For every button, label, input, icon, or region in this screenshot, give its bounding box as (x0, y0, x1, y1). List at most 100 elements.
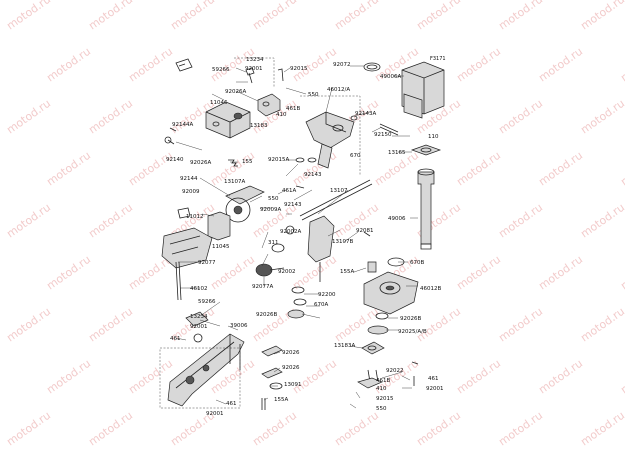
part-label: 13107B (332, 239, 353, 245)
watermark-text: motod.ru (536, 357, 585, 397)
watermark-text: motod.ru (4, 201, 53, 241)
watermark-text: motod.ru (86, 409, 135, 449)
part-label: 49006 (388, 216, 406, 222)
watermark-text: motod.ru (44, 357, 93, 397)
part-label: 550 (376, 406, 387, 412)
part-label: 461 (170, 336, 181, 342)
part-label: 59266 (212, 67, 230, 73)
watermark-text: motod.ru (168, 0, 217, 32)
part-label: 550 (308, 92, 319, 98)
watermark-text: motod.ru (86, 97, 135, 137)
part-label: 155A (340, 269, 354, 275)
watermark-text: motod.ru (86, 201, 135, 241)
part-label: 49006A (380, 74, 401, 80)
part-label: 92009 (182, 189, 200, 195)
watermark-text: motod.ru (250, 409, 299, 449)
part-label: 46102 (190, 286, 208, 292)
watermark-text: motod.ru (208, 253, 257, 293)
part-label: 92001 (245, 66, 263, 72)
watermark-text: motod.ru (578, 97, 625, 137)
part-label: 92026 (282, 350, 300, 356)
part-label: 670B (410, 260, 424, 266)
part-label: 92077 (198, 260, 216, 266)
part-label: 92200 (318, 292, 336, 298)
part-label: 92001 (206, 411, 224, 417)
watermark-text: motod.ru (290, 45, 339, 85)
watermark-text: motod.ru (536, 149, 585, 189)
part-label: 92077A (252, 284, 273, 290)
watermark-text: motod.ru (496, 201, 545, 241)
part-label: 13183A (334, 343, 355, 349)
watermark-text: motod.ru (618, 357, 625, 397)
watermark-text: motod.ru (4, 305, 53, 345)
watermark-text: motod.ru (496, 305, 545, 345)
part-label: 13165 (388, 150, 406, 156)
part-label: 92025/A/B (398, 329, 427, 335)
watermark-text: motod.ru (332, 305, 381, 345)
part-label: 92143A (355, 111, 376, 117)
part-label: 13234 (190, 314, 208, 320)
watermark-text: motod.ru (618, 45, 625, 85)
watermark-text: motod.ru (578, 409, 625, 449)
part-label: 410 (376, 386, 387, 392)
part-label: 92140 (166, 157, 184, 163)
watermark-text: motod.ru (496, 409, 545, 449)
part-label: 461B (376, 378, 390, 384)
parts-drawing (159, 57, 445, 410)
watermark-text: motod.ru (496, 0, 545, 32)
part-label: 13183 (250, 123, 268, 129)
watermark-text: motod.ru (578, 201, 625, 241)
watermark-text: motod.ru (618, 253, 625, 293)
part-label: 92002 (278, 269, 296, 275)
watermark-text: motod.ru (290, 149, 339, 189)
part-label: 92150 (374, 132, 392, 138)
part-label: 670A (314, 302, 328, 308)
watermark-text: motod.ru (44, 45, 93, 85)
watermark-text: motod.ru (126, 45, 175, 85)
watermark-text: motod.ru (208, 45, 257, 85)
part-label: 13107A (224, 179, 245, 185)
watermark-text: motod.ru (290, 357, 339, 397)
part-label: 461 (428, 376, 439, 382)
part-label: 92143 (304, 172, 322, 178)
part-label: 155A (274, 397, 288, 403)
part-label: 92144A (172, 122, 193, 128)
part-label: 13234 (246, 57, 264, 63)
part-label: 670 (350, 153, 361, 159)
watermark-text: motod.ru (126, 149, 175, 189)
watermark-text: motod.ru (332, 409, 381, 449)
part-label: 92026 (282, 365, 300, 371)
watermark-text: motod.ru (4, 0, 53, 32)
part-label: 59266 (198, 299, 216, 305)
part-label: 92022 (386, 368, 404, 374)
part-label: 410 (276, 112, 287, 118)
watermark-text: motod.ru (454, 357, 503, 397)
part-label: 11046 (210, 100, 228, 106)
watermark-text: motod.ru (496, 97, 545, 137)
watermark-text: motod.ru (454, 45, 503, 85)
part-labels: 13234 59266 92001 92015 550 92072 49006A… (166, 57, 444, 417)
part-label: 46012B (420, 286, 441, 292)
part-label: 92015A (268, 157, 289, 163)
watermark-text: motod.ru (414, 305, 463, 345)
watermark-text: motod.ru (578, 305, 625, 345)
part-label: 39006 (230, 323, 248, 329)
part-label: 13091 (284, 382, 302, 388)
part-label: 92026A (225, 89, 246, 95)
watermark-text: motod.ru (536, 253, 585, 293)
part-label: 46012/A (327, 87, 350, 93)
watermark-text: motod.ru (578, 0, 625, 32)
part-label: 92026B (256, 312, 277, 318)
watermark-text: motod.ru (4, 97, 53, 137)
watermark-text: motod.ru (86, 0, 135, 32)
part-label: 92001 (426, 386, 444, 392)
watermark-text: motod.ru (454, 149, 503, 189)
part-label: 311 (268, 240, 279, 246)
watermark-text: motod.ru (414, 409, 463, 449)
watermark-text: motod.ru (414, 0, 463, 32)
part-label: 92072 (333, 62, 351, 68)
watermark-text: motod.ru (126, 357, 175, 397)
part-label: 92144 (180, 176, 198, 182)
watermark-text: motod.ru (44, 149, 93, 189)
